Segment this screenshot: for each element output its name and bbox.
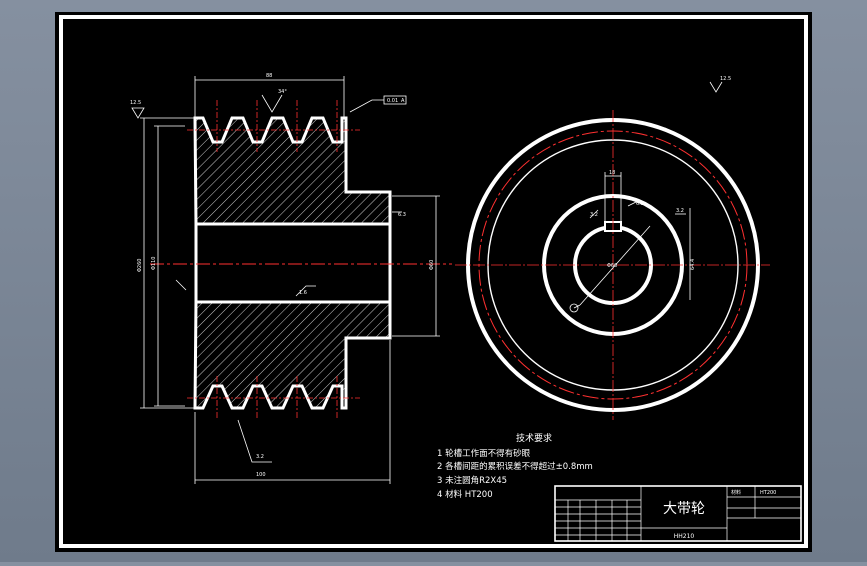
- dim-hub-diameter: Φ60: [429, 260, 435, 270]
- datum-label: A: [401, 98, 405, 104]
- bore-callout: Φ60: [607, 263, 617, 269]
- roughness-top-left: 12.5: [130, 100, 141, 106]
- dim-hub-length: 100: [256, 472, 266, 478]
- material-label: 材料: [731, 489, 741, 496]
- material-value: HT200: [760, 490, 776, 496]
- roughness-bore: 1.6: [299, 290, 307, 296]
- pulley-section-top: [193, 116, 392, 226]
- part-title: 大带轮: [663, 501, 705, 517]
- flatness-value: 0.01: [387, 98, 398, 104]
- title-block: 大带轮 HH210 材料 HT200: [554, 485, 802, 542]
- roughness-key-left: 3.2: [590, 212, 598, 218]
- tech-item-2: 2 各槽间距的累积误差不得超过±0.8mm: [437, 461, 593, 472]
- dim-overall-width: 88: [266, 73, 272, 79]
- roughness-hub: 6.3: [398, 212, 406, 218]
- roughness-key-right: 3.2: [676, 208, 684, 214]
- roughness-groove: 3.2: [256, 454, 264, 460]
- drawing-number: HH210: [674, 533, 695, 540]
- dim-pitch-diameter: Φ110: [151, 257, 157, 270]
- tech-item-4: 4 材料 HT200: [437, 489, 493, 500]
- dim-keyway-depth: 64.4: [690, 259, 696, 270]
- technical-requirements: 技术要求 1 轮槽工作面不得有砂眼 2 各槽间距的累积误差不得超过±0.8mm …: [437, 432, 593, 500]
- flatness-frame: [383, 95, 407, 105]
- roughness-key-bottom: 6.3: [636, 201, 644, 207]
- roughness-global: 12.5: [720, 76, 731, 82]
- front-view: 18 64.4 3.2 3.2 6.3 12.5 Φ60: [455, 76, 770, 420]
- bore: [194, 222, 392, 304]
- tech-item-1: 1 轮槽工作面不得有砂眼: [437, 448, 531, 459]
- drawing-sheet: [55, 12, 812, 552]
- tech-requirements-heading: 技术要求: [516, 432, 552, 444]
- dim-keyway-width: 18: [609, 170, 615, 176]
- dim-outer-diameter: Φ260: [137, 259, 143, 272]
- dim-groove-angle: 34°: [278, 89, 287, 95]
- pulley-section-bottom: [193, 300, 392, 410]
- tech-item-3: 3 未注圆角R2X45: [437, 475, 507, 486]
- section-view: [131, 76, 452, 484]
- sheet-frame: [59, 15, 808, 548]
